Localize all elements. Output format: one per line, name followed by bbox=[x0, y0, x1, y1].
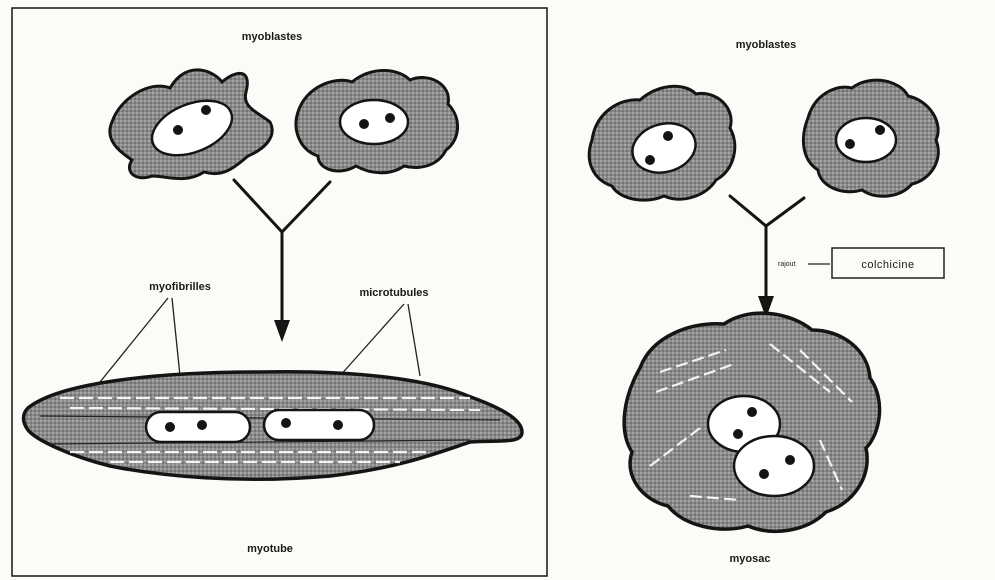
label-microtubules: microtubules bbox=[359, 287, 428, 299]
myotube-cell bbox=[24, 372, 523, 480]
microtubule-leader-lines bbox=[338, 304, 420, 378]
left-panel-frame bbox=[12, 8, 547, 576]
label-myotube: myotube bbox=[247, 543, 293, 555]
label-myosac: myosac bbox=[730, 553, 771, 565]
myoblast-cell-left-2 bbox=[296, 71, 458, 173]
myofibril-leader-lines bbox=[100, 298, 180, 382]
label-colchicine: colchicine bbox=[861, 259, 914, 271]
myoblast-cell-left-1 bbox=[110, 70, 272, 179]
label-treatment: rajout bbox=[778, 261, 796, 268]
myosac-cell bbox=[624, 313, 879, 531]
label-myofibrils: myofibrilles bbox=[149, 281, 211, 293]
label-myoblasts-right: myoblastes bbox=[736, 39, 797, 51]
label-myoblasts-left: myoblastes bbox=[242, 31, 303, 43]
fusion-arrow-left bbox=[234, 180, 330, 326]
arrowhead-left bbox=[274, 320, 290, 342]
myoblast-cell-right-1 bbox=[589, 86, 735, 200]
fusion-arrow-right bbox=[730, 196, 804, 302]
myoblast-cell-right-2 bbox=[803, 80, 938, 196]
